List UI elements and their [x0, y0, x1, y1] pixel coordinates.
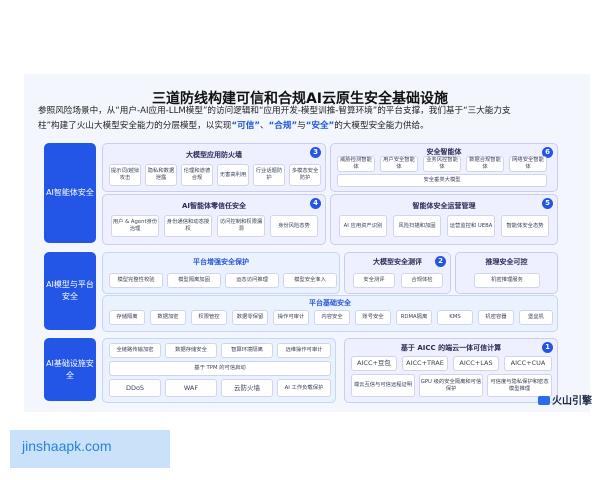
chip: 身份风险态势 — [270, 215, 318, 237]
chip: 权限管控 — [191, 310, 227, 325]
chip: 智算环境隔离 — [221, 343, 273, 358]
chip: 运态访问推理 — [225, 273, 279, 288]
chip: 威胁检测智能体 — [337, 156, 375, 172]
chip: 运营监控和 UEBA — [447, 215, 495, 237]
chip: 安全测评 — [353, 273, 395, 288]
chip: AICC+TRAE — [402, 356, 448, 371]
chip: 模型隔离加固 — [167, 273, 221, 288]
intro-sep: 、 — [260, 121, 269, 131]
panel-security-agent: 安全智能体 6 威胁检测智能体 用户安全智能体 业务风控智能体 数据合规智能体 … — [330, 143, 558, 192]
intro-prefix: 柱”构建了火山大模型安全能力的分层模型，以实现 — [38, 121, 232, 131]
chip: 风险扫描和加固 — [393, 215, 441, 237]
badge-5: 5 — [542, 198, 553, 209]
chip: WAF — [165, 379, 217, 397]
lane-infra-security: AI基础设施安全 — [44, 338, 96, 401]
chip: 存储隔离 — [109, 310, 145, 325]
panel-llm-evaluation: 大模型安全测评 2 安全测评 合规体检 — [344, 252, 451, 294]
chip: 数据合规智能体 — [466, 156, 504, 172]
chip: KMS — [437, 310, 473, 325]
chip: AICC+LAS — [453, 356, 499, 371]
chip: 模型完整性校验 — [109, 273, 163, 288]
chip: DDoS — [109, 379, 161, 397]
lane-agent-security: AI智能体安全 — [44, 143, 96, 243]
chip: 端云互信与可信远程证明 — [351, 374, 415, 397]
chip-security-vertical-model: 安全垂类大模型 — [337, 174, 547, 187]
badge-3: 3 — [310, 147, 321, 158]
slide-title: 三道防线构建可信和合规AI云原生安全基础设施 — [151, 91, 449, 107]
chip: 合规体检 — [401, 273, 443, 288]
chip: 网络安全智能体 — [509, 156, 547, 172]
chip: 内容安全 — [314, 310, 350, 325]
chip: 全链路传输加密 — [109, 343, 161, 358]
intro-line-2: 柱”构建了火山大模型安全能力的分层模型，以实现“可信”、“合规”与“安全”的大模… — [38, 119, 578, 134]
panel-title: 平台增强安全保护 — [193, 258, 249, 266]
footer-banner — [10, 430, 170, 468]
panel-title: 智能体安全运营管理 — [412, 202, 476, 210]
chip: 提示词/越狱攻击 — [109, 164, 141, 186]
badge-1: 1 — [542, 342, 553, 353]
chip: 数据加密 — [150, 310, 186, 325]
panel-inference-controllable: 推理安全可控 机密推理服务 — [455, 252, 558, 294]
chip: 用户 & Agent身份治理 — [111, 215, 159, 237]
chip: 可信度与隐私保护和密态模型推理 — [487, 374, 552, 397]
chip: 数据零保留 — [232, 310, 268, 325]
volcengine-watermark: 火山引擎 — [538, 392, 592, 407]
panel-platform-base: 平台基础安全 存储隔离 数据加密 权限管控 数据零保留 操作可审计 内容安全 账… — [102, 295, 558, 332]
panel-title: 平台基础安全 — [309, 299, 351, 307]
chip: 堡垒机 — [519, 310, 553, 325]
chip: 云防火墙 — [221, 379, 273, 397]
panel-infra: 全链路传输加密 数据存储安全 智算环境隔离 远维操作可审计 基于 TPM 的可信… — [102, 338, 336, 403]
highlight-compliant: “合规” — [268, 121, 298, 131]
chip: AI 应用资产识别 — [339, 215, 387, 237]
badge-6: 6 — [542, 147, 553, 158]
chip: 账号安全 — [355, 310, 391, 325]
panel-title: 安全智能体 — [426, 148, 462, 156]
chip: 用户安全智能体 — [380, 156, 418, 172]
highlight-secure: “安全” — [305, 121, 335, 131]
panel-title: 推理安全可控 — [485, 258, 528, 266]
watermark-text: 火山引擎 — [552, 396, 592, 407]
chip: 智能体安全态势 — [501, 215, 549, 237]
chip-tpm-boot: 基于 TPM 的可信启动 — [109, 361, 331, 376]
chip: 模型安全准入 — [283, 273, 337, 288]
chip: 行业话题防护 — [253, 164, 285, 186]
intro-text: 参照风险场景中，从“用户-AI应用-LLM模型”的访问逻辑和“应用开发-模型训推… — [38, 104, 578, 134]
intro-and: 与 — [297, 121, 306, 131]
panel-agent-zero-trust: AI智能体零信任安全 4 用户 & Agent身份治理 身份通信和动态授权 访问… — [102, 194, 326, 245]
chip: RDMA隔离 — [396, 310, 432, 325]
chip: 伦理和道德合规 — [181, 164, 213, 186]
footer-site-text: jinshaapk.com — [22, 438, 112, 454]
badge-4: 4 — [310, 198, 321, 209]
lane-platform-security: AI模型与平台安全 — [44, 252, 96, 330]
chip: 机密容器 — [478, 310, 514, 325]
chip: AI 工作负载保护 — [277, 379, 331, 397]
chip: 无害高利用 — [217, 164, 249, 186]
intro-suffix: 的大模型安全能力供给。 — [334, 121, 429, 131]
chip: 隐私和数据泄露 — [145, 164, 177, 186]
volcengine-logo-icon — [538, 396, 550, 405]
chip: 机密推理服务 — [474, 273, 540, 288]
chip: 操作可审计 — [273, 310, 309, 325]
chip: 多模态安全防护 — [289, 164, 321, 186]
panel-title: AI智能体零信任安全 — [181, 202, 247, 210]
chip: AICC+豆包 — [351, 356, 397, 371]
chip: 业务风控智能体 — [423, 156, 461, 172]
panel-llm-app-firewall: 大模型应用防火墙 3 提示词/越狱攻击 隐私和数据泄露 伦理和道德合规 无害高利… — [102, 143, 326, 192]
intro-line-1: 参照风险场景中，从“用户-AI应用-LLM模型”的访问逻辑和“应用开发-模型训推… — [38, 106, 511, 116]
top-blank — [0, 0, 600, 74]
panel-agent-ops: 智能体安全运营管理 5 AI 应用资产识别 风险扫描和加固 运营监控和 UEBA… — [330, 194, 558, 245]
panel-aicc: 基于 AICC 的端云一体可信计算 1 AICC+豆包 AICC+TRAE AI… — [344, 338, 558, 403]
highlight-trusted: “可信” — [231, 121, 261, 131]
chip: 数据存储安全 — [165, 343, 217, 358]
chip: GPU 级的安全隔离和可信保护 — [419, 374, 483, 397]
chip: 远维操作可审计 — [277, 343, 331, 358]
panel-title: 基于 AICC 的端云一体可信计算 — [400, 344, 502, 352]
chip: AICC+CUA — [504, 356, 552, 371]
panel-title: 大模型安全测评 — [373, 258, 422, 266]
chip: 身份通信和动态授权 — [164, 215, 212, 237]
panel-title: 大模型应用防火墙 — [186, 151, 242, 159]
panel-platform-enhanced: 平台增强安全保护 模型完整性校验 模型隔离加固 运态访问推理 模型安全准入 — [102, 252, 340, 294]
badge-2: 2 — [435, 256, 446, 267]
chip: 访问控制和权限漏洞 — [217, 215, 265, 237]
